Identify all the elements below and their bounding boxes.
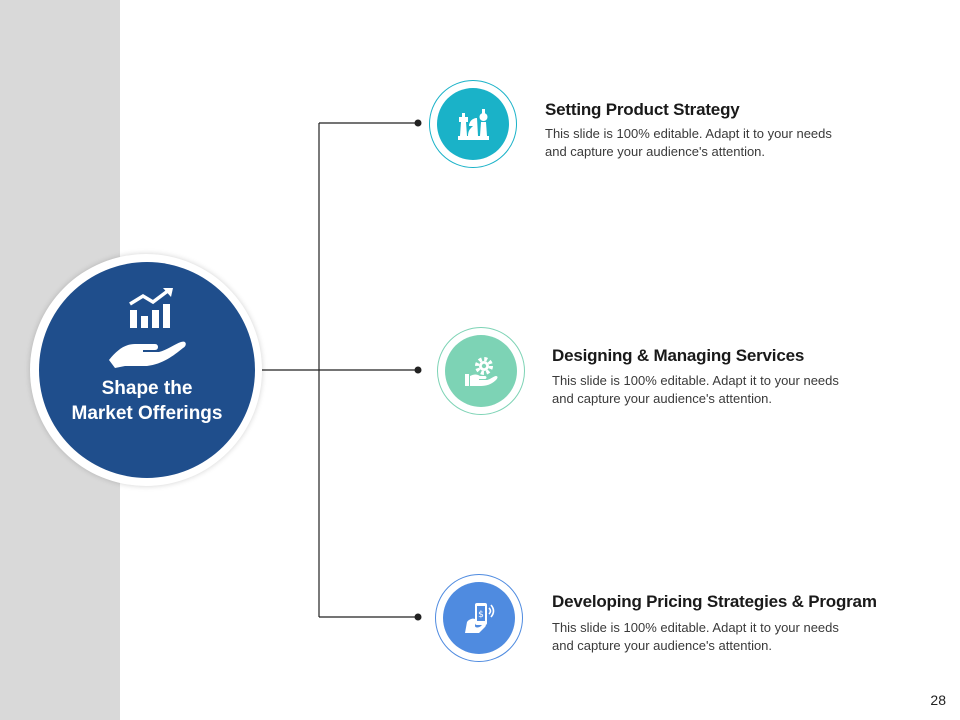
item-desc-services: This slide is 100% editable. Adapt it to…: [552, 372, 892, 408]
hand-gear-icon: [465, 357, 498, 386]
hub-title-line1: Shape the: [101, 378, 193, 399]
hand-growth-chart-icon: [109, 288, 186, 368]
item-desc-line1: This slide is 100% editable. Adapt it to…: [552, 620, 839, 635]
node-strategy: [437, 88, 509, 160]
item-title-pricing: Developing Pricing Strategies & Program: [552, 592, 877, 611]
item-desc-line2: and capture your audience's attention.: [552, 391, 773, 406]
item-desc-line2: and capture your audience's attention.: [552, 638, 773, 653]
item-desc-line1: This slide is 100% editable. Adapt it to…: [545, 126, 832, 141]
chess-pieces-icon: [458, 109, 489, 140]
item-desc-line1: This slide is 100% editable. Adapt it to…: [552, 373, 839, 388]
hand-money-phone-icon: $: [465, 603, 495, 633]
item-title-services: Designing & Managing Services: [552, 346, 805, 365]
hub-title-line2: Market Offerings: [71, 403, 223, 424]
node-services: [445, 335, 517, 407]
node-pricing: $: [443, 582, 515, 654]
connector-dot-2: [414, 366, 422, 374]
item-title-strategy: Setting Product Strategy: [545, 100, 740, 119]
page-number: 28: [930, 692, 946, 708]
hub-title: Shape the Market Offerings: [39, 376, 255, 426]
item-desc-line2: and capture your audience's attention.: [545, 144, 766, 159]
item-desc-pricing: This slide is 100% editable. Adapt it to…: [552, 619, 892, 655]
svg-text:$: $: [478, 610, 484, 620]
item-desc-strategy: This slide is 100% editable. Adapt it to…: [545, 125, 885, 161]
connector-dot-1: [414, 119, 422, 127]
connector-dot-3: [414, 613, 422, 621]
